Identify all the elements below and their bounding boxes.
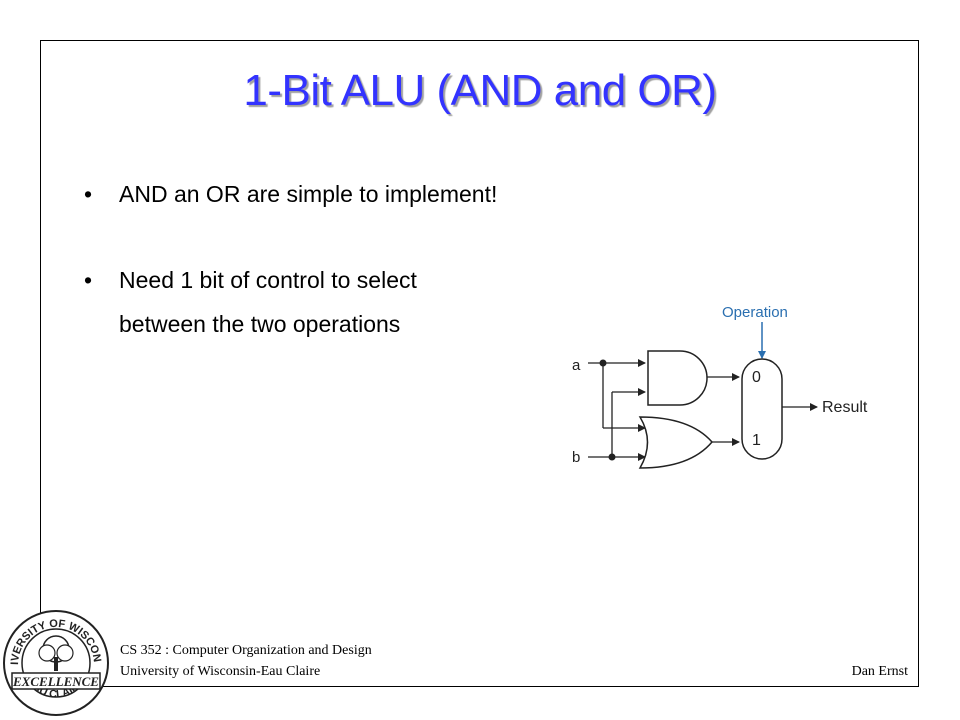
alu-diagram: Operation a b 0 1 Result [572, 304, 868, 469]
mux-input-1: 1 [752, 432, 761, 449]
svg-text:EXCELLENCE: EXCELLENCE [12, 674, 99, 689]
input-a-label: a [572, 357, 581, 374]
slide-title: 1-Bit ALU (AND and OR) [243, 66, 717, 115]
bullet-dot: • [84, 267, 93, 293]
bullet-1: AND an OR are simple to implement! [119, 181, 498, 207]
or-gate [638, 416, 713, 469]
junction-dot-a [599, 359, 607, 367]
operation-label: Operation [722, 304, 788, 321]
university-seal-logo: UNIVERSITY OF WISCONSIN EAU CLAIRE EXCEL… [2, 609, 109, 716]
bullet-dot: • [84, 181, 93, 207]
bullet-2-line1: Need 1 bit of control to select [119, 267, 417, 293]
footer-author: Dan Ernst [851, 664, 908, 679]
junction-dot-b [608, 453, 616, 461]
footer-course: CS 352 : Computer Organization and Desig… [120, 643, 372, 658]
footer-university: University of Wisconsin-Eau Claire [120, 664, 321, 679]
multiplexer [741, 358, 783, 460]
input-b-label: b [572, 449, 580, 466]
bullet-2-line2: between the two operations [119, 311, 401, 337]
gate-output-wires [707, 373, 740, 446]
and-gate [647, 350, 708, 406]
slide-frame [40, 40, 919, 687]
result-label: Result [822, 399, 868, 416]
mux-input-0: 0 [752, 369, 761, 386]
input-wires [588, 359, 646, 461]
tree-icon [38, 635, 74, 671]
